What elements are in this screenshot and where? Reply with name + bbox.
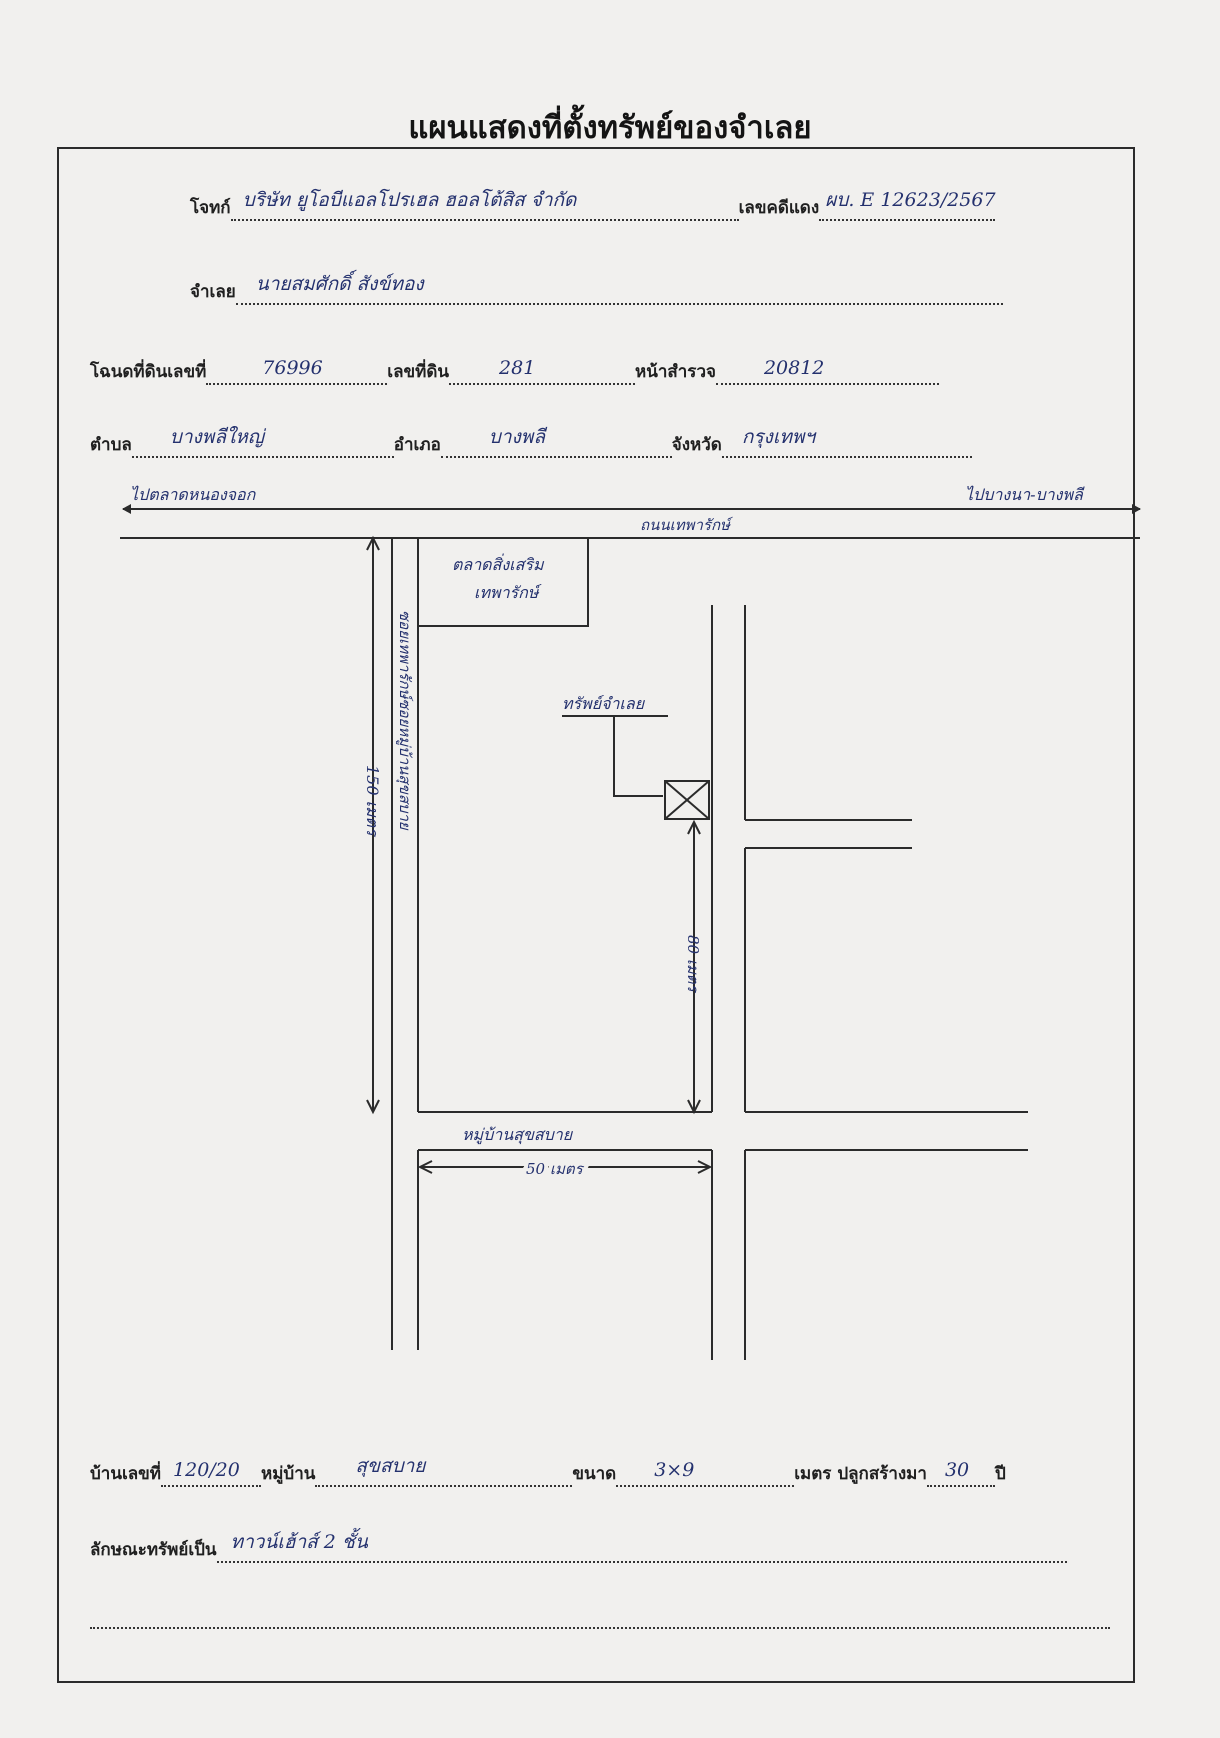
survey-page-value: 20812 bbox=[763, 357, 825, 379]
survey-page-field: 20812 bbox=[715, 357, 939, 385]
dimension-50m-label: 50 เมตร bbox=[526, 1160, 585, 1178]
dimension-80m-bottom-arrow bbox=[687, 1099, 701, 1115]
size-label: ขนาด bbox=[572, 1464, 617, 1484]
house-row: บ้านเลขที่ 120/20 หมู่บ้าน สุขสบาย ขนาด … bbox=[90, 1455, 1006, 1487]
house-no-label: บ้านเลขที่ bbox=[90, 1464, 162, 1484]
province-field: กรุงเทพฯ bbox=[721, 426, 972, 458]
property-label: ทรัพย์จำเลย bbox=[562, 694, 646, 713]
plaintiff-value: บริษัท ยูโอบีแอลโปรเฮล ฮอลโต้สิส จำกัด bbox=[242, 189, 577, 211]
land-no-field: 281 bbox=[449, 357, 636, 385]
land-no-label: เลขที่ดิน bbox=[387, 362, 450, 382]
case-no-label: เลขคดีแดง bbox=[738, 198, 820, 218]
property-pointer bbox=[613, 716, 663, 797]
subdistrict-field: บางพลีใหญ่ bbox=[131, 426, 394, 458]
size-value: 3×9 bbox=[654, 1459, 695, 1481]
built-suffix: ปี bbox=[994, 1464, 1006, 1484]
dimension-150m-bottom-arrow bbox=[366, 1099, 380, 1115]
province-value: กรุงเทพฯ bbox=[741, 426, 816, 448]
village-label: หมู่บ้าน bbox=[261, 1464, 316, 1484]
page-title: แผนแสดงที่ตั้งทรัพย์ของจำเลย bbox=[408, 110, 812, 146]
house-no-value: 120/20 bbox=[173, 1459, 240, 1481]
document-frame bbox=[57, 147, 1135, 1683]
plaintiff-field: บริษัท ยูโอบีแอลโปรเฮล ฮอลโต้สิส จำกัด bbox=[230, 189, 739, 221]
village-value: สุขสบาย bbox=[355, 1455, 426, 1477]
right-direction-label: ไปบางนา-บางพลี bbox=[965, 485, 1085, 504]
village-field: สุขสบาย bbox=[315, 1455, 573, 1487]
market-label-1: ตลาดสิ่งเสริม bbox=[452, 553, 545, 574]
defendant-row: จำเลย นายสมศักดิ์ สังข์ทอง bbox=[190, 273, 1003, 305]
house-no-field: 120/20 bbox=[161, 1459, 262, 1487]
property-type-row: ลักษณะทรัพย์เป็น ทาวน์เฮ้าส์ 2 ชั้น bbox=[90, 1531, 1067, 1563]
left-direction-label: ไปตลาดหนองจอก bbox=[130, 485, 257, 504]
market-box bbox=[418, 538, 589, 627]
side-road-label: ซอยเทพารักษ์ซอยหมู่บ้านสุขสบาย bbox=[396, 610, 414, 831]
defendant-value: นายสมศักดิ์ สังข์ทอง bbox=[255, 273, 424, 295]
deed-no-value: 76996 bbox=[262, 357, 323, 379]
property-type-field: ทาวน์เฮ้าส์ 2 ชั้น bbox=[216, 1531, 1067, 1563]
province-label: จังหวัด bbox=[671, 435, 722, 455]
deed-no-label: โฉนดที่ดินเลขที่ bbox=[90, 362, 207, 382]
defendant-label: จำเลย bbox=[190, 282, 236, 302]
dimension-80m-top-arrow bbox=[687, 819, 701, 835]
dimension-50m-left-arrow bbox=[417, 1160, 433, 1174]
property-type-value: ทาวน์เฮ้าส์ 2 ชั้น bbox=[230, 1531, 368, 1553]
land-no-value: 281 bbox=[499, 357, 536, 379]
case-no-field: ผบ. E 12623/2567 bbox=[819, 189, 996, 221]
built-label: เมตร ปลูกสร้างมา bbox=[794, 1464, 927, 1484]
blank-row bbox=[90, 1605, 1110, 1629]
survey-page-label: หน้าสำรวจ bbox=[635, 362, 716, 382]
size-field: 3×9 bbox=[616, 1459, 795, 1487]
plaintiff-row: โจทก์ บริษัท ยูโอบีแอลโปรเฮล ฮอลโต้สิส จ… bbox=[190, 189, 996, 221]
deed-no-field: 76996 bbox=[206, 357, 388, 385]
property-type-label: ลักษณะทรัพย์เป็น bbox=[90, 1540, 217, 1560]
dimension-50m-right-arrow bbox=[697, 1160, 713, 1174]
location-row: ตำบล บางพลีใหญ่ อำเภอ บางพลี จังหวัด กรุ… bbox=[90, 426, 972, 458]
built-field: 30 bbox=[926, 1459, 995, 1487]
plaintiff-label: โจทก์ bbox=[190, 198, 231, 218]
deed-row: โฉนดที่ดินเลขที่ 76996 เลขที่ดิน 281 หน้… bbox=[90, 357, 939, 385]
main-road-label: ถนนเทพารักษ์ bbox=[640, 516, 733, 534]
property-marker bbox=[664, 780, 710, 820]
blank-field bbox=[90, 1605, 1110, 1629]
village-road-label: หมู่บ้านสุขสบาย bbox=[462, 1125, 574, 1145]
market-label-2: เทพารักษ์ bbox=[474, 583, 542, 602]
subdistrict-value: บางพลีใหญ่ bbox=[169, 426, 264, 448]
district-label: อำเภอ bbox=[393, 435, 441, 455]
dimension-80m-label: 80 เมตร bbox=[684, 935, 702, 994]
built-value: 30 bbox=[944, 1459, 970, 1481]
defendant-field: นายสมศักดิ์ สังข์ทอง bbox=[235, 273, 1003, 305]
dimension-150m-top-arrow bbox=[366, 535, 380, 551]
dimension-150m-label: 150 เมตร bbox=[363, 765, 382, 838]
property-marker-cross-b bbox=[664, 780, 710, 820]
district-field: บางพลี bbox=[440, 426, 672, 458]
subdistrict-label: ตำบล bbox=[90, 435, 132, 455]
case-no-value: ผบ. E 12623/2567 bbox=[825, 189, 996, 211]
district-value: บางพลี bbox=[488, 426, 545, 448]
